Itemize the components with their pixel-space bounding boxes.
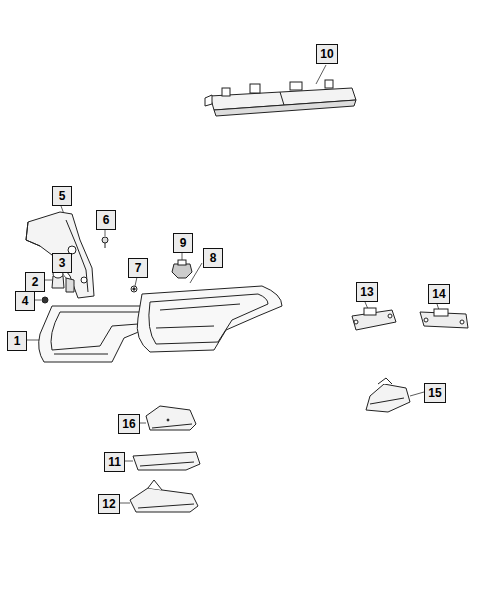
callout-text: 5 (59, 189, 66, 203)
callout-text: 2 (32, 275, 39, 289)
callout-text: 10 (320, 47, 333, 61)
bulb (52, 270, 74, 292)
lamp-lens (133, 452, 200, 470)
callout-number: 13 (356, 282, 378, 302)
callout-number: 11 (104, 452, 125, 472)
lamp-lens (146, 406, 196, 430)
callout-text: 1 (14, 334, 21, 348)
callout-number: 16 (118, 414, 140, 434)
callout-text: 9 (180, 236, 187, 250)
outer-tail-lamp (39, 306, 150, 362)
callout-number: 3 (52, 253, 72, 273)
callout-number: 15 (424, 383, 446, 403)
chmsl-bar (205, 80, 356, 116)
clip (42, 297, 48, 303)
callout-number: 9 (173, 233, 193, 253)
callout-text: 7 (135, 261, 142, 275)
callout-number: 1 (7, 331, 27, 351)
callout-text: 3 (59, 256, 66, 270)
callout-text: 8 (210, 251, 217, 265)
callout-text: 15 (428, 386, 441, 400)
license-lamp (420, 309, 468, 328)
callout-number: 4 (15, 291, 35, 311)
lamp-lens (130, 480, 198, 512)
grommet (131, 286, 137, 292)
lamp-housing (26, 212, 94, 298)
callout-number: 12 (98, 494, 120, 514)
callout-text: 11 (108, 455, 121, 469)
leader-lines (27, 65, 439, 503)
screw (102, 237, 108, 248)
callout-number: 7 (128, 258, 148, 278)
callout-number: 10 (316, 44, 338, 64)
callout-text: 6 (103, 213, 110, 227)
license-lamp (352, 308, 396, 330)
callout-text: 13 (360, 285, 373, 299)
side-marker (366, 378, 410, 412)
callout-number: 2 (25, 272, 45, 292)
callout-text: 16 (122, 417, 135, 431)
callout-text: 14 (432, 287, 445, 301)
callout-number: 5 (52, 186, 72, 206)
callout-number: 6 (96, 210, 116, 230)
bulb-socket (172, 260, 192, 278)
callout-text: 4 (22, 294, 29, 308)
inner-tail-lamp (137, 286, 282, 352)
callout-text: 12 (102, 497, 115, 511)
callout-number: 14 (428, 284, 450, 304)
callout-number: 8 (203, 248, 223, 268)
